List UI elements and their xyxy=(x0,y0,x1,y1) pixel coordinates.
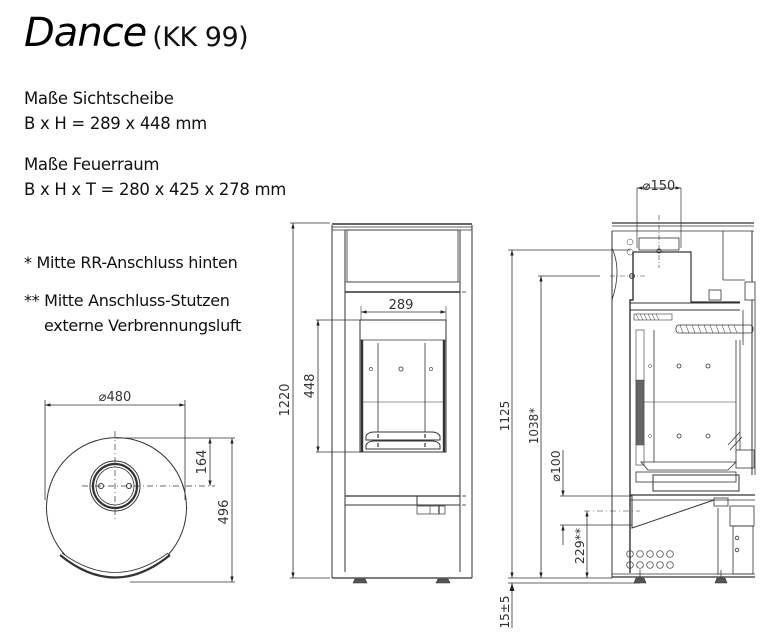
top-view-depth-label: 496 xyxy=(217,500,232,525)
glass-dimensions-label: Maße Sichtscheibe xyxy=(24,89,174,108)
front-view-glass-height-label: 448 xyxy=(303,374,318,399)
page-title: Dance(KK 99) xyxy=(24,10,249,56)
top-view-diameter-label: ⌀480 xyxy=(99,390,132,405)
footnote-double-star-line1: ** Mitte Anschluss-Stutzen xyxy=(24,291,230,310)
side-view-flue-diameter-label: ⌀150 xyxy=(643,179,676,194)
front-view-glass-width-label: 289 xyxy=(389,298,414,313)
footnote-single-star: * Mitte RR-Anschluss hinten xyxy=(24,253,238,272)
firebox-dimensions-label: Maße Feuerraum xyxy=(24,155,160,174)
footnote-double-star-line2: externe Verbrennungsluft xyxy=(44,316,241,335)
side-view-air-inlet-height-label: 229** xyxy=(572,528,587,564)
front-view-height-label: 1220 xyxy=(278,383,293,416)
side-view-feet-label: 15±5 xyxy=(498,596,512,629)
front-view xyxy=(290,222,473,584)
side-view-air-inlet-diameter-label: ⌀100 xyxy=(548,450,563,481)
model-code: (KK 99) xyxy=(152,22,249,53)
top-view-offset-label: 164 xyxy=(195,450,210,475)
product-name: Dance xyxy=(24,10,147,56)
side-view-rear-flue-height-label: 1038* xyxy=(527,408,541,445)
side-view-flue-height-label: 1125 xyxy=(498,401,512,432)
glass-dimensions: Maße Sichtscheibe B x H = 289 x 448 mm xyxy=(24,86,207,136)
glass-dimensions-value: B x H = 289 x 448 mm xyxy=(24,114,207,133)
side-view xyxy=(508,186,756,628)
footnote-double-star: ** Mitte Anschluss-Stutzen externe Verbr… xyxy=(24,288,241,338)
firebox-dimensions-value: B x H x T = 280 x 425 x 278 mm xyxy=(24,180,287,199)
top-view xyxy=(44,400,235,583)
firebox-dimensions: Maße Feuerraum B x H x T = 280 x 425 x 2… xyxy=(24,152,286,202)
